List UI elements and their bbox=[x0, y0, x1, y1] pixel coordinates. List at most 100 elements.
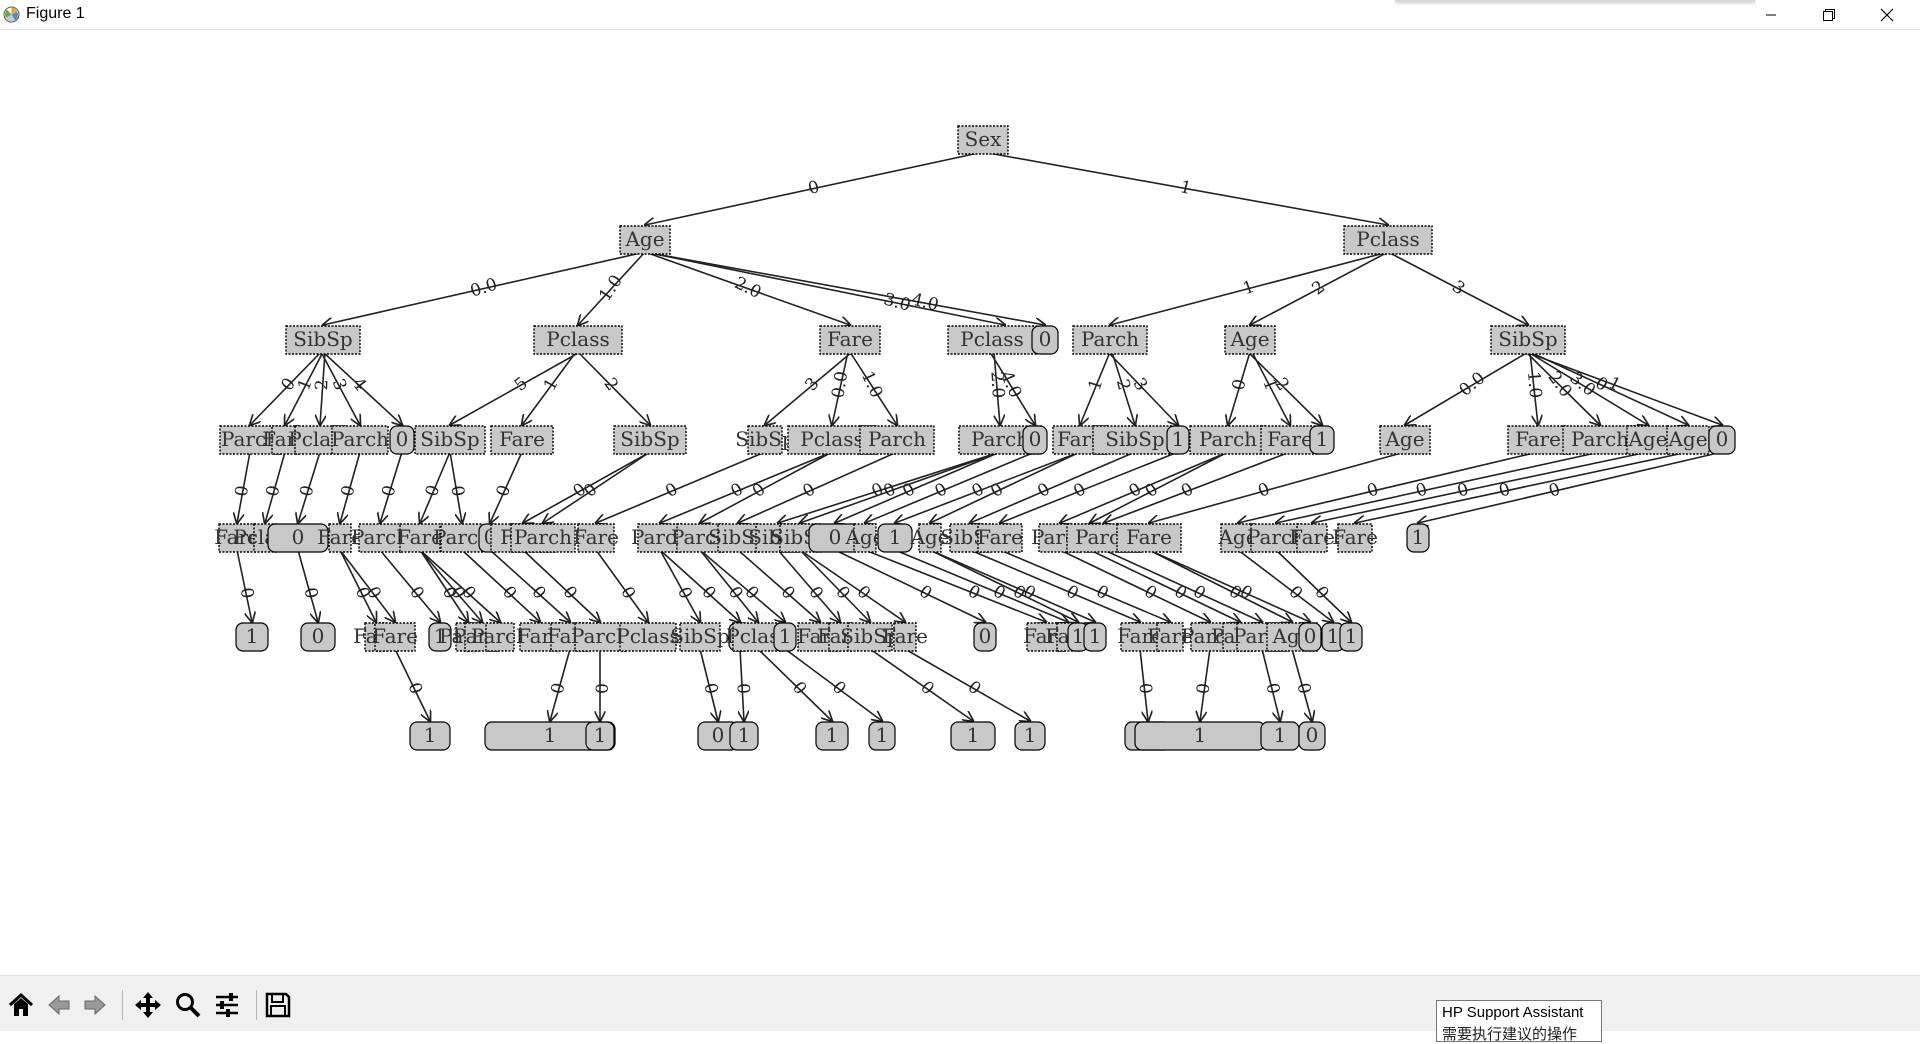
edge-value-label: 3 bbox=[328, 376, 351, 393]
feature-label: Parch bbox=[971, 427, 1029, 451]
leaf-class-label: 1 bbox=[1316, 427, 1329, 451]
decision-node-box bbox=[285, 325, 361, 355]
decision-node-box bbox=[577, 523, 615, 553]
close-button[interactable] bbox=[1858, 0, 1916, 29]
tree-edge bbox=[644, 251, 1045, 325]
edge-value-label: 0 bbox=[1194, 682, 1215, 695]
edge-value-label: 0 bbox=[915, 581, 935, 604]
leaf-node-box bbox=[428, 622, 452, 652]
tree-edge bbox=[904, 648, 1030, 721]
leaf-node: 1 bbox=[428, 622, 452, 652]
decision-node-box bbox=[331, 425, 389, 455]
tree-edge bbox=[930, 451, 1081, 523]
decision-node: Parch bbox=[1189, 425, 1267, 455]
decision-node: SibSp bbox=[1490, 325, 1566, 355]
decision-node-box bbox=[1250, 523, 1302, 553]
forward-button[interactable] bbox=[78, 988, 112, 1022]
leaf-class-label: 0 bbox=[312, 624, 325, 648]
edge-value-label: 0 bbox=[378, 483, 400, 498]
leaf-node: 1 bbox=[1134, 721, 1266, 751]
decision-node-box bbox=[747, 425, 783, 455]
decision-node: Fare bbox=[819, 325, 881, 355]
tree-edge bbox=[929, 549, 1095, 622]
zoom-magnifier-icon bbox=[176, 993, 201, 1018]
pan-button[interactable] bbox=[131, 988, 165, 1022]
feature-label: Fare bbox=[1147, 624, 1193, 648]
leaf-node: 1 bbox=[1339, 622, 1363, 652]
decision-node: SibSp bbox=[840, 622, 900, 652]
tree-edge bbox=[1250, 251, 1389, 325]
edge-value-label: 0 bbox=[1170, 581, 1190, 604]
configure-subplots-button[interactable] bbox=[210, 988, 244, 1022]
tree-edge bbox=[869, 648, 973, 721]
decision-node: Fare bbox=[882, 622, 928, 652]
decision-node-box bbox=[1626, 425, 1670, 455]
home-button[interactable] bbox=[4, 988, 38, 1022]
decision-node: Pclass bbox=[947, 325, 1037, 355]
tree-edge bbox=[419, 549, 500, 622]
feature-label: Parch bbox=[514, 525, 572, 549]
tree-edge bbox=[778, 451, 1001, 523]
edge-value-label: 0 bbox=[1455, 479, 1471, 501]
edge-value-label: 0 bbox=[591, 683, 611, 694]
leaf-class-label: 1 bbox=[1024, 723, 1037, 747]
tree-edge bbox=[523, 451, 651, 523]
decision-node: Fare bbox=[1507, 425, 1569, 455]
feature-label: Fare bbox=[317, 525, 363, 549]
feature-label: SibSp bbox=[420, 427, 479, 451]
decision-node: Fare bbox=[317, 523, 363, 553]
leaf-class-label: 1 bbox=[434, 624, 447, 648]
decision-node-box bbox=[328, 523, 352, 553]
decision-node-box bbox=[853, 523, 877, 553]
leaf-class-label: 0 bbox=[1716, 427, 1729, 451]
save-button[interactable] bbox=[261, 988, 295, 1022]
leaf-class-label: 0 bbox=[829, 525, 842, 549]
hp-support-tooltip: HP Support Assistant 需要执行建议的操作 bbox=[1436, 1000, 1602, 1043]
decision-node: Parch bbox=[1247, 523, 1305, 553]
tree-edge bbox=[298, 451, 321, 523]
decision-node-box bbox=[1337, 523, 1373, 553]
edge-value-label: 0 bbox=[1093, 581, 1112, 604]
feature-label: Parch bbox=[868, 427, 926, 451]
tree-edge bbox=[757, 648, 832, 721]
edge-value-label: 5 bbox=[511, 373, 532, 395]
tree-edge bbox=[1238, 451, 1539, 523]
decision-node-box bbox=[414, 425, 486, 455]
tree-edge bbox=[1525, 351, 1600, 425]
tree-edge bbox=[1276, 451, 1601, 523]
decision-node-box bbox=[679, 622, 721, 652]
tree-edge bbox=[1104, 451, 1291, 523]
tree-edge bbox=[596, 451, 766, 523]
edge-value-label: 0 bbox=[1126, 479, 1145, 502]
feature-label: Pclass bbox=[960, 327, 1024, 351]
leaf-class-label: 1 bbox=[826, 723, 839, 747]
leaf-node: 1 bbox=[815, 721, 849, 751]
leaf-node: 0 bbox=[1022, 425, 1048, 455]
edge-value-label: 0 bbox=[987, 479, 1007, 502]
tree-edge bbox=[989, 351, 1035, 425]
restore-button[interactable] bbox=[1800, 0, 1858, 29]
minimize-button[interactable] bbox=[1742, 0, 1800, 29]
back-button[interactable] bbox=[42, 988, 76, 1022]
edge-value-label: 0 bbox=[732, 683, 752, 695]
feature-label: Fare bbox=[827, 327, 873, 351]
feature-label: Fare bbox=[1126, 525, 1172, 549]
tree-edge bbox=[659, 549, 740, 622]
decision-node-box bbox=[1072, 325, 1148, 355]
feature-label: Parch bbox=[1199, 427, 1257, 451]
decision-node-box bbox=[1296, 523, 1328, 553]
tree-edge bbox=[449, 451, 462, 523]
tree-edge bbox=[1529, 351, 1688, 425]
tree-edge bbox=[1148, 549, 1292, 622]
leaf-node: 0 bbox=[697, 721, 739, 751]
tree-edge bbox=[1103, 549, 1262, 622]
tree-edge bbox=[644, 251, 850, 325]
zoom-button[interactable] bbox=[171, 988, 205, 1022]
tree-edge bbox=[577, 351, 650, 425]
feature-label: Parch bbox=[221, 427, 279, 451]
feature-label: SibSp bbox=[293, 327, 352, 351]
edge-value-label: 0 bbox=[673, 584, 696, 602]
decision-node-box bbox=[957, 125, 1009, 155]
tree-edge bbox=[993, 351, 1000, 425]
